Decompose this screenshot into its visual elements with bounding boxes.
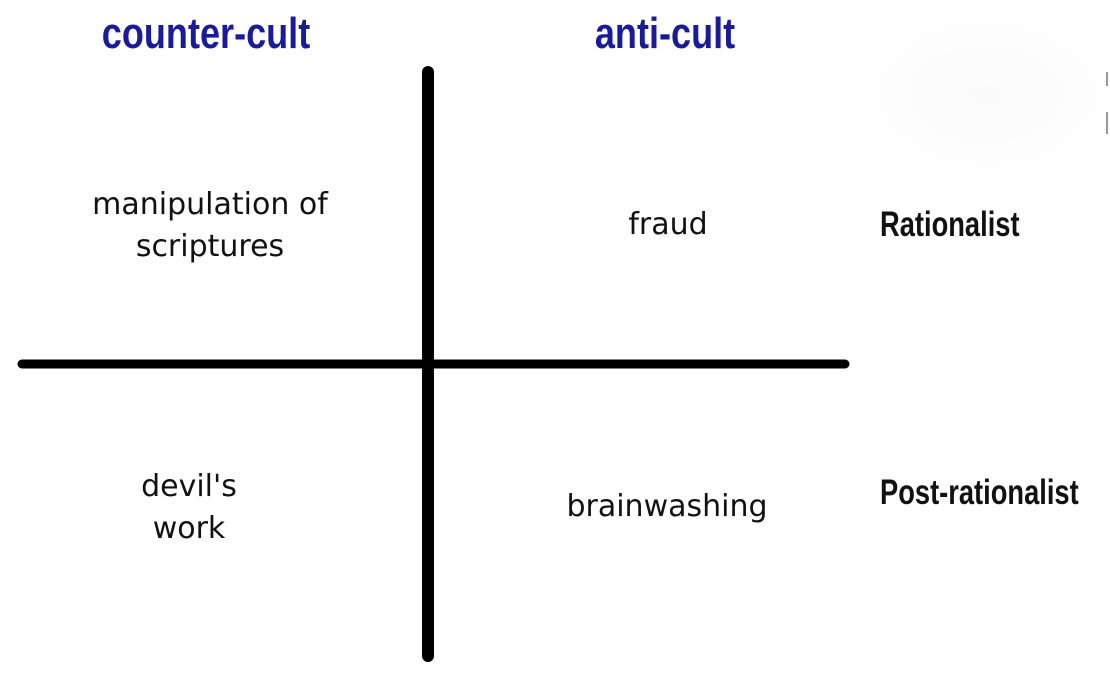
quadrant-bottom-right: brainwashing bbox=[566, 489, 768, 524]
column-header-counter-cult: counter-cult bbox=[101, 9, 311, 58]
background-smudge bbox=[800, 0, 1110, 210]
edge-mark bbox=[1106, 72, 1108, 86]
edge-mark bbox=[1106, 112, 1108, 134]
quadrant-bottom-left: devil's work bbox=[141, 469, 237, 546]
row-label-rationalist: Rationalist bbox=[880, 205, 1020, 244]
row-label-post-rationalist: Post-rationalist bbox=[880, 473, 1079, 512]
quadrant-top-right: fraud bbox=[628, 207, 708, 242]
column-header-anti-cult: anti-cult bbox=[594, 9, 736, 58]
quadrant-top-left: manipulation of scriptures bbox=[92, 187, 328, 264]
